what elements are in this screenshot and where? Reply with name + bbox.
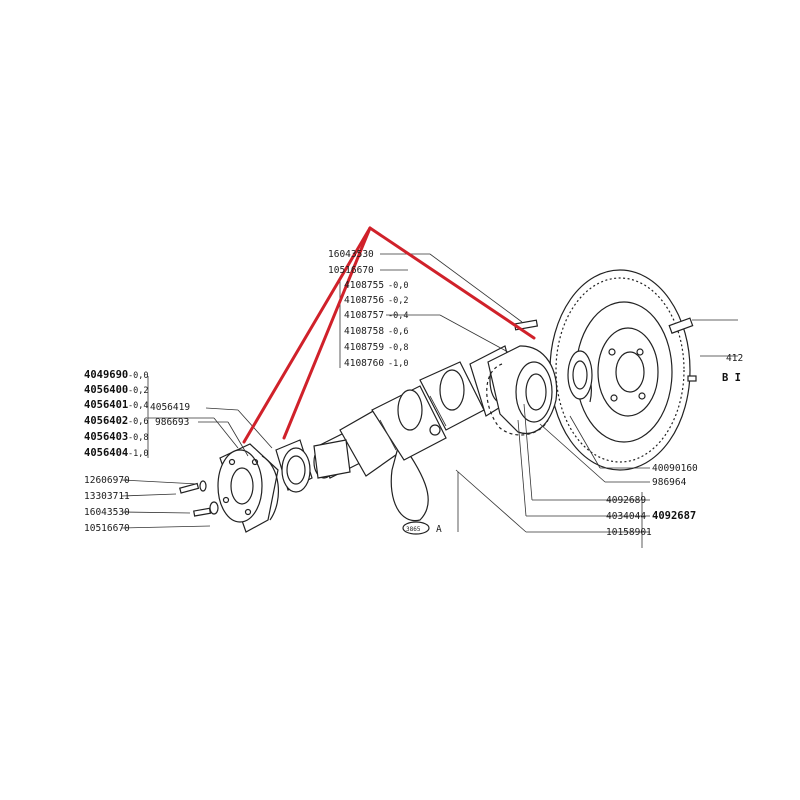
- front-bush: [313, 439, 351, 479]
- top-label-1: 10516670: [328, 265, 374, 276]
- flywheel: [549, 269, 691, 471]
- top-off-0: -0,0: [388, 281, 408, 291]
- top-off-3: -0,6: [388, 327, 408, 337]
- left-part-1: 4056400: [84, 384, 128, 396]
- top-off-1: -0,2: [388, 296, 408, 306]
- bolt-label-0: 12606970: [84, 475, 130, 486]
- flywheel-label-0: 412: [726, 353, 743, 364]
- crankshaft: [313, 345, 519, 522]
- stamp-code: 3865: [406, 526, 421, 533]
- front-flange: [217, 443, 279, 533]
- left-bolts: [179, 480, 219, 517]
- left-off-0: -0,0: [128, 371, 148, 381]
- assembly-label: 4092687: [652, 510, 696, 522]
- flywheel-bolt: [668, 317, 738, 382]
- right-label-4: 10158901: [606, 527, 652, 538]
- left-off-2: -0,4: [128, 401, 148, 411]
- top-off-2: -0,4: [388, 311, 408, 321]
- left-part-2: 4056401: [84, 399, 128, 411]
- flywheel-label-1: B I: [722, 372, 741, 384]
- highlight-callout: [242, 226, 536, 444]
- bolt-label-2: 16043530: [84, 507, 130, 518]
- right-label-0: 40090160: [652, 463, 698, 474]
- right-label-3: 4034044: [606, 511, 646, 522]
- bolt-label-3: 10516670: [84, 523, 130, 534]
- bolt-label-1: 13303711: [84, 491, 130, 502]
- seal-label-0: 4056419: [150, 402, 190, 413]
- top-part-1: 4108756: [344, 295, 384, 306]
- top-part-4: 4108759: [344, 342, 384, 353]
- left-part-0: 4049690: [84, 369, 128, 381]
- right-label-1: 986964: [652, 477, 687, 488]
- top-part-2: 4108757: [344, 310, 384, 321]
- left-part-5: 4056404: [84, 447, 128, 459]
- left-part-3: 4056402: [84, 415, 128, 427]
- left-off-3: -0,6: [128, 417, 148, 427]
- rear-housing: [487, 345, 593, 434]
- rear-gasket: [486, 363, 549, 436]
- top-part-5: 4108760: [344, 358, 384, 369]
- top-off-4: -0,8: [388, 343, 408, 353]
- left-group-labels: 4049690 -0,0 4056400 -0,2 4056401 -0,4 4…: [84, 369, 148, 459]
- left-off-1: -0,2: [128, 386, 148, 396]
- right-label-2: 4092689: [606, 495, 646, 506]
- top-label-0: 16043530: [328, 249, 374, 260]
- top-part-0: 4108755: [344, 280, 384, 291]
- figure-stamp: 3865 A: [402, 521, 442, 535]
- top-off-5: -1,0: [388, 359, 408, 369]
- top-part-3: 4108758: [344, 326, 384, 337]
- left-part-4: 4056403: [84, 431, 128, 443]
- top-group-labels: 4108755 -0,0 4108756 -0,2 4108757 -0,4 4…: [344, 280, 408, 369]
- left-off-4: -0,8: [128, 433, 148, 443]
- stamp-letter: A: [436, 524, 442, 535]
- front-seal: [275, 439, 313, 493]
- left-off-5: -1,0: [128, 449, 148, 459]
- seal-label-1: 986693: [155, 417, 189, 428]
